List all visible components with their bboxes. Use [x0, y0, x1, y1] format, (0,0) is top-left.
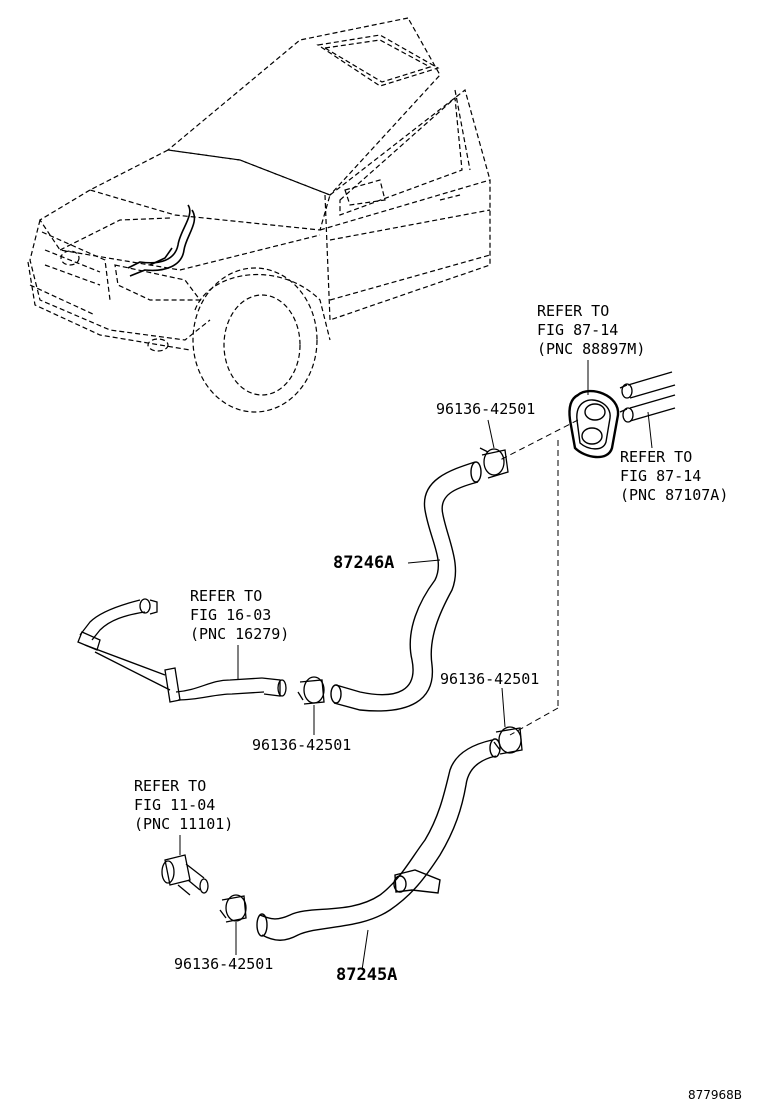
figure-code: 877968B: [688, 1088, 742, 1102]
water-outlet-11101: [161, 854, 209, 896]
hose-clamp-top: [479, 447, 509, 479]
label-refer-16279-line2: FIG 16-03: [190, 606, 271, 624]
label-refer-11101-line3: (PNC 11101): [134, 815, 233, 833]
label-refer-11101-line2: FIG 11-04: [134, 796, 215, 814]
dashed-reference-line: [499, 419, 579, 736]
label-refer-87107a-line2: FIG 87-14: [620, 467, 701, 485]
label-hose-87246a: 87246A: [333, 553, 394, 573]
label-refer-88897m-line1: REFER TO: [537, 302, 609, 320]
vehicle-illustration: [27, 17, 491, 413]
label-refer-16279-line3: (PNC 16279): [190, 625, 289, 643]
grommet-part: [568, 389, 620, 459]
label-refer-16279: REFER TO FIG 16-03 (PNC 16279): [190, 587, 289, 643]
label-refer-87107a-line1: REFER TO: [620, 448, 692, 466]
label-hose-87245a: 87245A: [336, 965, 397, 985]
label-refer-88897m-line3: (PNC 88897M): [537, 340, 645, 358]
label-refer-87107a-line3: (PNC 87107A): [620, 486, 728, 504]
water-pipe-16279: [77, 598, 287, 703]
hose-clamp-mid-right: [493, 726, 523, 755]
label-clamp-top: 96136-42501: [436, 400, 535, 418]
label-refer-88897m-line2: FIG 87-14: [537, 321, 618, 339]
label-refer-87107a: REFER TO FIG 87-14 (PNC 87107A): [620, 448, 728, 504]
hose-clamp-mid-left: [297, 676, 325, 705]
leader-lines: [179, 360, 653, 971]
label-refer-16279-line1: REFER TO: [190, 587, 262, 605]
label-clamp-bottom: 96136-42501: [174, 955, 273, 973]
heater-pipes: [619, 371, 676, 423]
engine-bay-hoses: [127, 204, 196, 277]
label-refer-88897m: REFER TO FIG 87-14 (PNC 88897M): [537, 302, 645, 358]
hose-87245a: [256, 738, 501, 941]
label-refer-11101-line1: REFER TO: [134, 777, 206, 795]
label-refer-11101: REFER TO FIG 11-04 (PNC 11101): [134, 777, 233, 833]
label-clamp-mid-left: 96136-42501: [252, 736, 351, 754]
label-clamp-mid-right: 96136-42501: [440, 670, 539, 688]
hose-clamp-bottom: [219, 894, 247, 923]
hose-87246a: [330, 461, 482, 712]
